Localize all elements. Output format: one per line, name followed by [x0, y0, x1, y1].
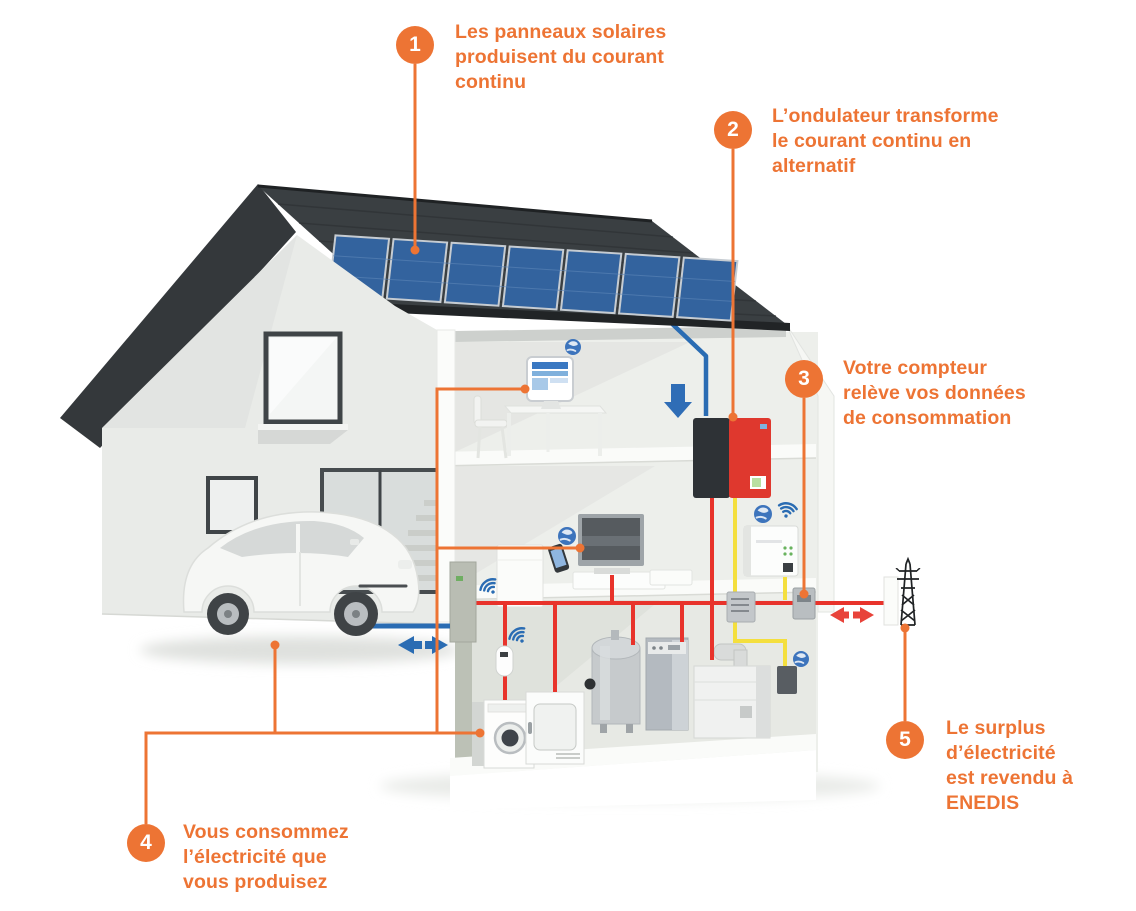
solar-panel-array: [329, 235, 738, 320]
step-1-caption: Les panneaux solaires produisent du cour…: [455, 20, 666, 95]
step-5-badge: 5: [886, 721, 924, 759]
step-4-caption: Vous consommez l’électricité que vous pr…: [183, 820, 349, 895]
globe-icon: [557, 526, 577, 546]
attic-monitor: [526, 356, 574, 409]
power-pole: [883, 556, 921, 626]
basement: [472, 630, 810, 769]
connector-step-4: [144, 387, 580, 824]
caption-line: l’électricité que: [183, 846, 327, 868]
annotation-connectors: [144, 64, 907, 824]
smartphone: [548, 543, 570, 573]
caption-line: vous produisez: [183, 871, 328, 893]
solar-panel: [387, 239, 447, 302]
charging-wallbox: [449, 561, 477, 643]
caption-line: ENEDIS: [946, 792, 1020, 814]
upper-window: [258, 331, 348, 444]
desk-chair: [473, 395, 508, 459]
caption-line: L’ondulateur transforme: [772, 105, 999, 127]
dryer: [525, 691, 585, 765]
solar-panel: [503, 246, 563, 309]
tv: [578, 514, 644, 574]
solar-panel: [445, 243, 505, 306]
globe-icon: [753, 504, 773, 524]
step-4-badge: 4: [127, 824, 165, 862]
annotation-dots: [270, 245, 910, 738]
caption-line: le courant continu en: [772, 130, 972, 152]
caption-line: alternatif: [772, 155, 856, 177]
electric-car: [182, 511, 420, 636]
data-cables: [733, 498, 787, 666]
attic-room: [473, 338, 608, 459]
caption-line: Le surplus: [946, 717, 1046, 739]
heat-pump: [693, 643, 771, 739]
ev-charge-point: [495, 624, 532, 677]
meter-box: [726, 591, 756, 623]
step-3-caption: Votre compteur relève vos données de con…: [843, 356, 1026, 431]
caption-line: de consommation: [843, 407, 1012, 429]
caption-line: Votre compteur: [843, 357, 988, 379]
transmission-tower-icon: [895, 556, 921, 626]
solar-panel: [561, 250, 621, 313]
inverter: [693, 418, 771, 498]
globe-icon: [792, 650, 810, 668]
caption-line: Les panneaux solaires: [455, 21, 667, 43]
caption-line: Vous consommez: [183, 821, 349, 843]
caption-line: est revendu à: [946, 767, 1074, 789]
caption-line: produisent du courant: [455, 46, 665, 68]
step-2-badge: 2: [714, 111, 752, 149]
energy-manager-box: [743, 500, 799, 577]
boiler: [645, 637, 689, 731]
junction-box: [777, 666, 797, 694]
caption-line: relève vos données: [843, 382, 1026, 404]
roof: [60, 184, 790, 448]
step-5-caption: Le surplus d’électricité est revendu à E…: [946, 716, 1073, 816]
solar-panel: [677, 258, 737, 321]
solar-panel: [619, 254, 679, 317]
grid-bidirectional-arrows-icon: [830, 607, 874, 623]
step-3-badge: 3: [785, 360, 823, 398]
desk: [503, 405, 608, 456]
globe-icon: [564, 338, 582, 356]
step-1-badge: 1: [396, 26, 434, 64]
step-2-caption: L’ondulateur transforme le courant conti…: [772, 104, 999, 179]
living-room: [477, 514, 693, 608]
dc-arrow-down-icon: [664, 384, 692, 418]
water-tank: [584, 630, 641, 733]
caption-line: continu: [455, 71, 527, 93]
caption-line: d’électricité: [946, 742, 1056, 764]
